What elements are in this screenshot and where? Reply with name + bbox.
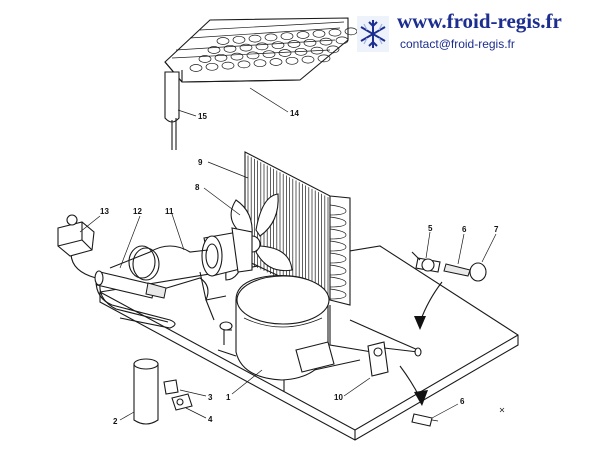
- pressure-switch: [57, 214, 95, 257]
- label-9: 9: [198, 158, 203, 167]
- label-13: 13: [100, 207, 109, 216]
- callout-labels: 15 14 9 8 11 12 13 1 2 3 4 5 6 7 10 6: [100, 109, 499, 426]
- label-15: 15: [198, 112, 207, 121]
- filter-drier: [94, 270, 167, 299]
- label-2: 2: [113, 417, 118, 426]
- label-1: 1: [226, 393, 231, 402]
- label-8: 8: [195, 183, 200, 192]
- filter-drier-spare: [133, 358, 159, 425]
- label-14: 14: [290, 109, 299, 118]
- fan-motor: [199, 227, 253, 301]
- label-6-top: 6: [462, 225, 467, 234]
- valve-parts-top: [411, 251, 487, 282]
- cap-part: [163, 379, 179, 395]
- snowflake-icon: [357, 16, 389, 52]
- label-5: 5: [428, 224, 433, 233]
- contact-email[interactable]: contact@froid-regis.fr: [400, 37, 515, 51]
- label-7: 7: [494, 225, 499, 234]
- service-valve: [367, 341, 422, 377]
- site-url[interactable]: www.froid-regis.fr: [397, 9, 562, 33]
- valve-body-part: [171, 393, 193, 411]
- label-10: 10: [334, 393, 343, 402]
- label-6-bottom: 6: [460, 397, 465, 406]
- label-3: 3: [208, 393, 213, 402]
- compressor: [217, 274, 335, 392]
- capillary-coil: [128, 245, 160, 281]
- accumulator-tube: [164, 71, 180, 150]
- label-12: 12: [133, 207, 142, 216]
- leader-lines: [79, 87, 497, 421]
- evaporator-coil: [164, 17, 358, 83]
- label-11: 11: [165, 207, 174, 216]
- valve-core-bottom: [411, 413, 439, 427]
- label-4: 4: [208, 415, 213, 424]
